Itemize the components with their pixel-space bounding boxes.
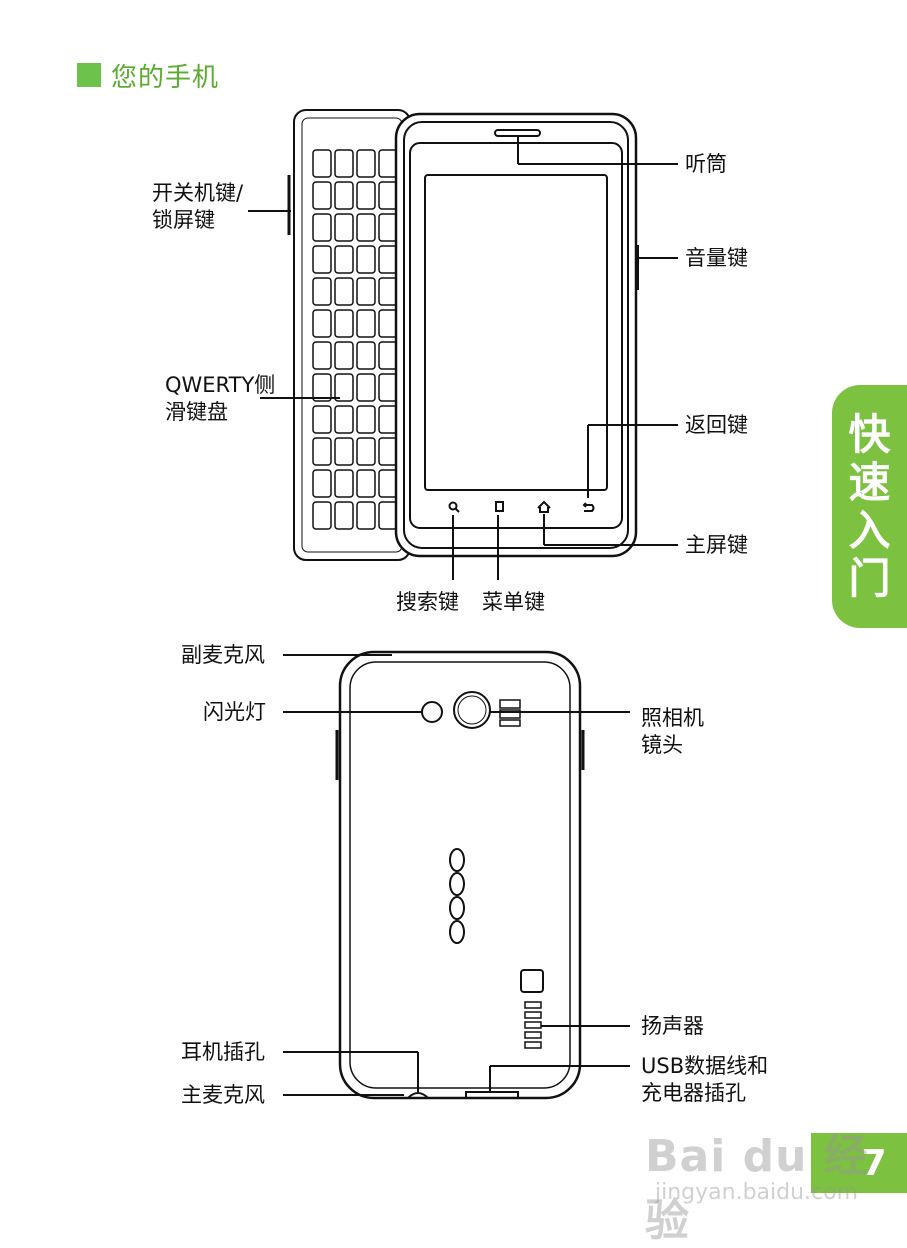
search-key-icon: [448, 501, 458, 511]
label-power-key: 开关机键/ 锁屏键: [152, 180, 243, 234]
label-camera-line2: 镜头: [641, 733, 683, 757]
page-title: 您的手机: [111, 62, 220, 93]
side-tab: 快速入门: [832, 385, 907, 628]
label-home-key: 主屏键: [685, 533, 748, 557]
home-key-icon: [537, 500, 551, 513]
label-menu-key: 菜单键: [482, 590, 545, 614]
label-keyboard: QWERTY侧 滑键盘: [165, 372, 275, 426]
label-usb: USB数据线和 充电器插孔: [641, 1053, 768, 1107]
camera-lens-icon: [453, 691, 491, 729]
keyboard-keys: [312, 149, 398, 530]
label-usb-line2: 充电器插孔: [641, 1081, 746, 1105]
label-keyboard-line2: 滑键盘: [165, 400, 228, 424]
label-sub-mic: 副麦克风: [181, 643, 265, 667]
camera-grille: [499, 699, 521, 727]
earphone-jack: [407, 1092, 429, 1099]
watermark-logo: Bai du 经验: [645, 1131, 869, 1246]
label-camera-line1: 照相机: [641, 706, 704, 730]
usb-port: [465, 1091, 519, 1099]
speaker-grille: [524, 1001, 542, 1049]
label-volume: 音量键: [685, 246, 748, 270]
label-camera: 照相机 镜头: [641, 705, 704, 759]
label-earphone: 耳机插孔: [181, 1040, 265, 1064]
oppo-logo: [449, 848, 465, 944]
front-phone-body: [394, 112, 638, 558]
label-flash: 闪光灯: [203, 700, 266, 724]
label-search-key: 搜索键: [396, 590, 459, 614]
front-screen: [424, 174, 608, 491]
label-speaker: 扬声器: [641, 1014, 704, 1038]
page-number-box: 7: [811, 1133, 907, 1193]
label-back-key: 返回键: [685, 413, 748, 437]
label-power-line2: 锁屏键: [152, 208, 215, 232]
label-main-mic: 主麦克风: [181, 1083, 265, 1107]
watermark-url: jingyan.baidu.com: [655, 1180, 859, 1205]
flash-icon: [421, 701, 443, 723]
back-key-icon: [582, 502, 595, 512]
label-usb-line1: USB数据线和: [641, 1054, 769, 1078]
page-number: 7: [861, 1142, 887, 1184]
back-phone-body: [338, 650, 582, 1100]
menu-key-icon: [495, 501, 504, 512]
title-square-icon: [77, 63, 101, 87]
side-tab-text: 快速入门: [848, 409, 891, 603]
label-keyboard-line1: QWERTY侧: [165, 373, 276, 397]
section-title: 您的手机: [77, 58, 220, 93]
label-receiver: 听筒: [685, 152, 727, 176]
sticker-icon: [520, 969, 544, 993]
label-power-line1: 开关机键/: [152, 181, 244, 205]
